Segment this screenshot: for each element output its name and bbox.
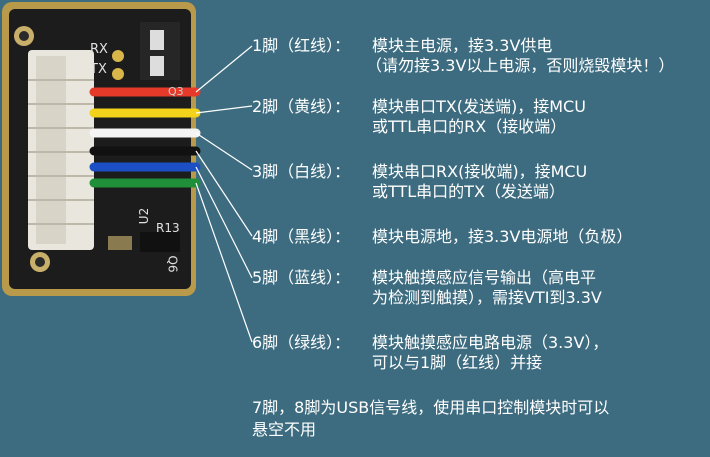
silk-u2: U2 xyxy=(137,207,152,225)
pin-desc-line1: 模块串口RX(接收端)，接MCU xyxy=(372,162,588,181)
leader-pin2 xyxy=(195,105,253,114)
leader-pin1 xyxy=(195,45,253,93)
pin-label: 4脚（黑线）： xyxy=(252,227,351,246)
silk-r13: R13 xyxy=(156,221,180,235)
pin-label: 3脚（白线）： xyxy=(252,162,351,181)
pin-desc-line2: 或TTL串口的TX（发送端） xyxy=(372,182,565,201)
pin-desc-line2: 为检测到触摸），需接VTI到3.3V xyxy=(372,288,602,307)
footer-line1: 7脚，8脚为USB信号线，使用串口控制模块时可以 xyxy=(252,398,610,417)
pin-desc-line2: （请勿接3.3V以上电源，否则烧毁模块！） xyxy=(366,56,675,75)
pin-label: 1脚（红线）： xyxy=(252,36,351,55)
silk-rx: RX xyxy=(90,42,108,57)
leader-pin4 xyxy=(195,150,253,237)
leader-pin6 xyxy=(195,182,253,343)
pin-label: 6脚（绿线）： xyxy=(252,333,351,352)
pin-desc-line1: 模块电源地，接3.3V电源地（负极） xyxy=(372,227,633,246)
pad xyxy=(112,68,124,80)
silk-q6: Q6 xyxy=(165,255,180,273)
silk-q3: Q3 xyxy=(168,85,184,98)
pin-desc-line1: 模块触摸感应信号输出（高电平 xyxy=(372,268,597,287)
pin-label: 2脚（黄线）： xyxy=(252,97,351,116)
footer-line2: 悬空不用 xyxy=(252,420,317,439)
silk-tx: TX xyxy=(90,62,107,77)
pin-desc-line2: 可以与1脚（红线）并接 xyxy=(372,353,543,372)
pin-desc-line1: 模块串口TX(发送端)，接MCU xyxy=(372,97,586,116)
leader-pin3 xyxy=(195,132,253,171)
leader-pin5 xyxy=(195,166,253,279)
pad xyxy=(112,50,124,62)
pin-desc-line1: 模块主电源，接3.3V供电 xyxy=(372,36,553,55)
pin-desc-line1: 模块触摸感应电路电源（3.3V）， xyxy=(372,333,609,352)
pin-label: 5脚（蓝线）： xyxy=(252,268,351,287)
pin-desc-line2: 或TTL串口的RX（接收端） xyxy=(372,117,567,136)
